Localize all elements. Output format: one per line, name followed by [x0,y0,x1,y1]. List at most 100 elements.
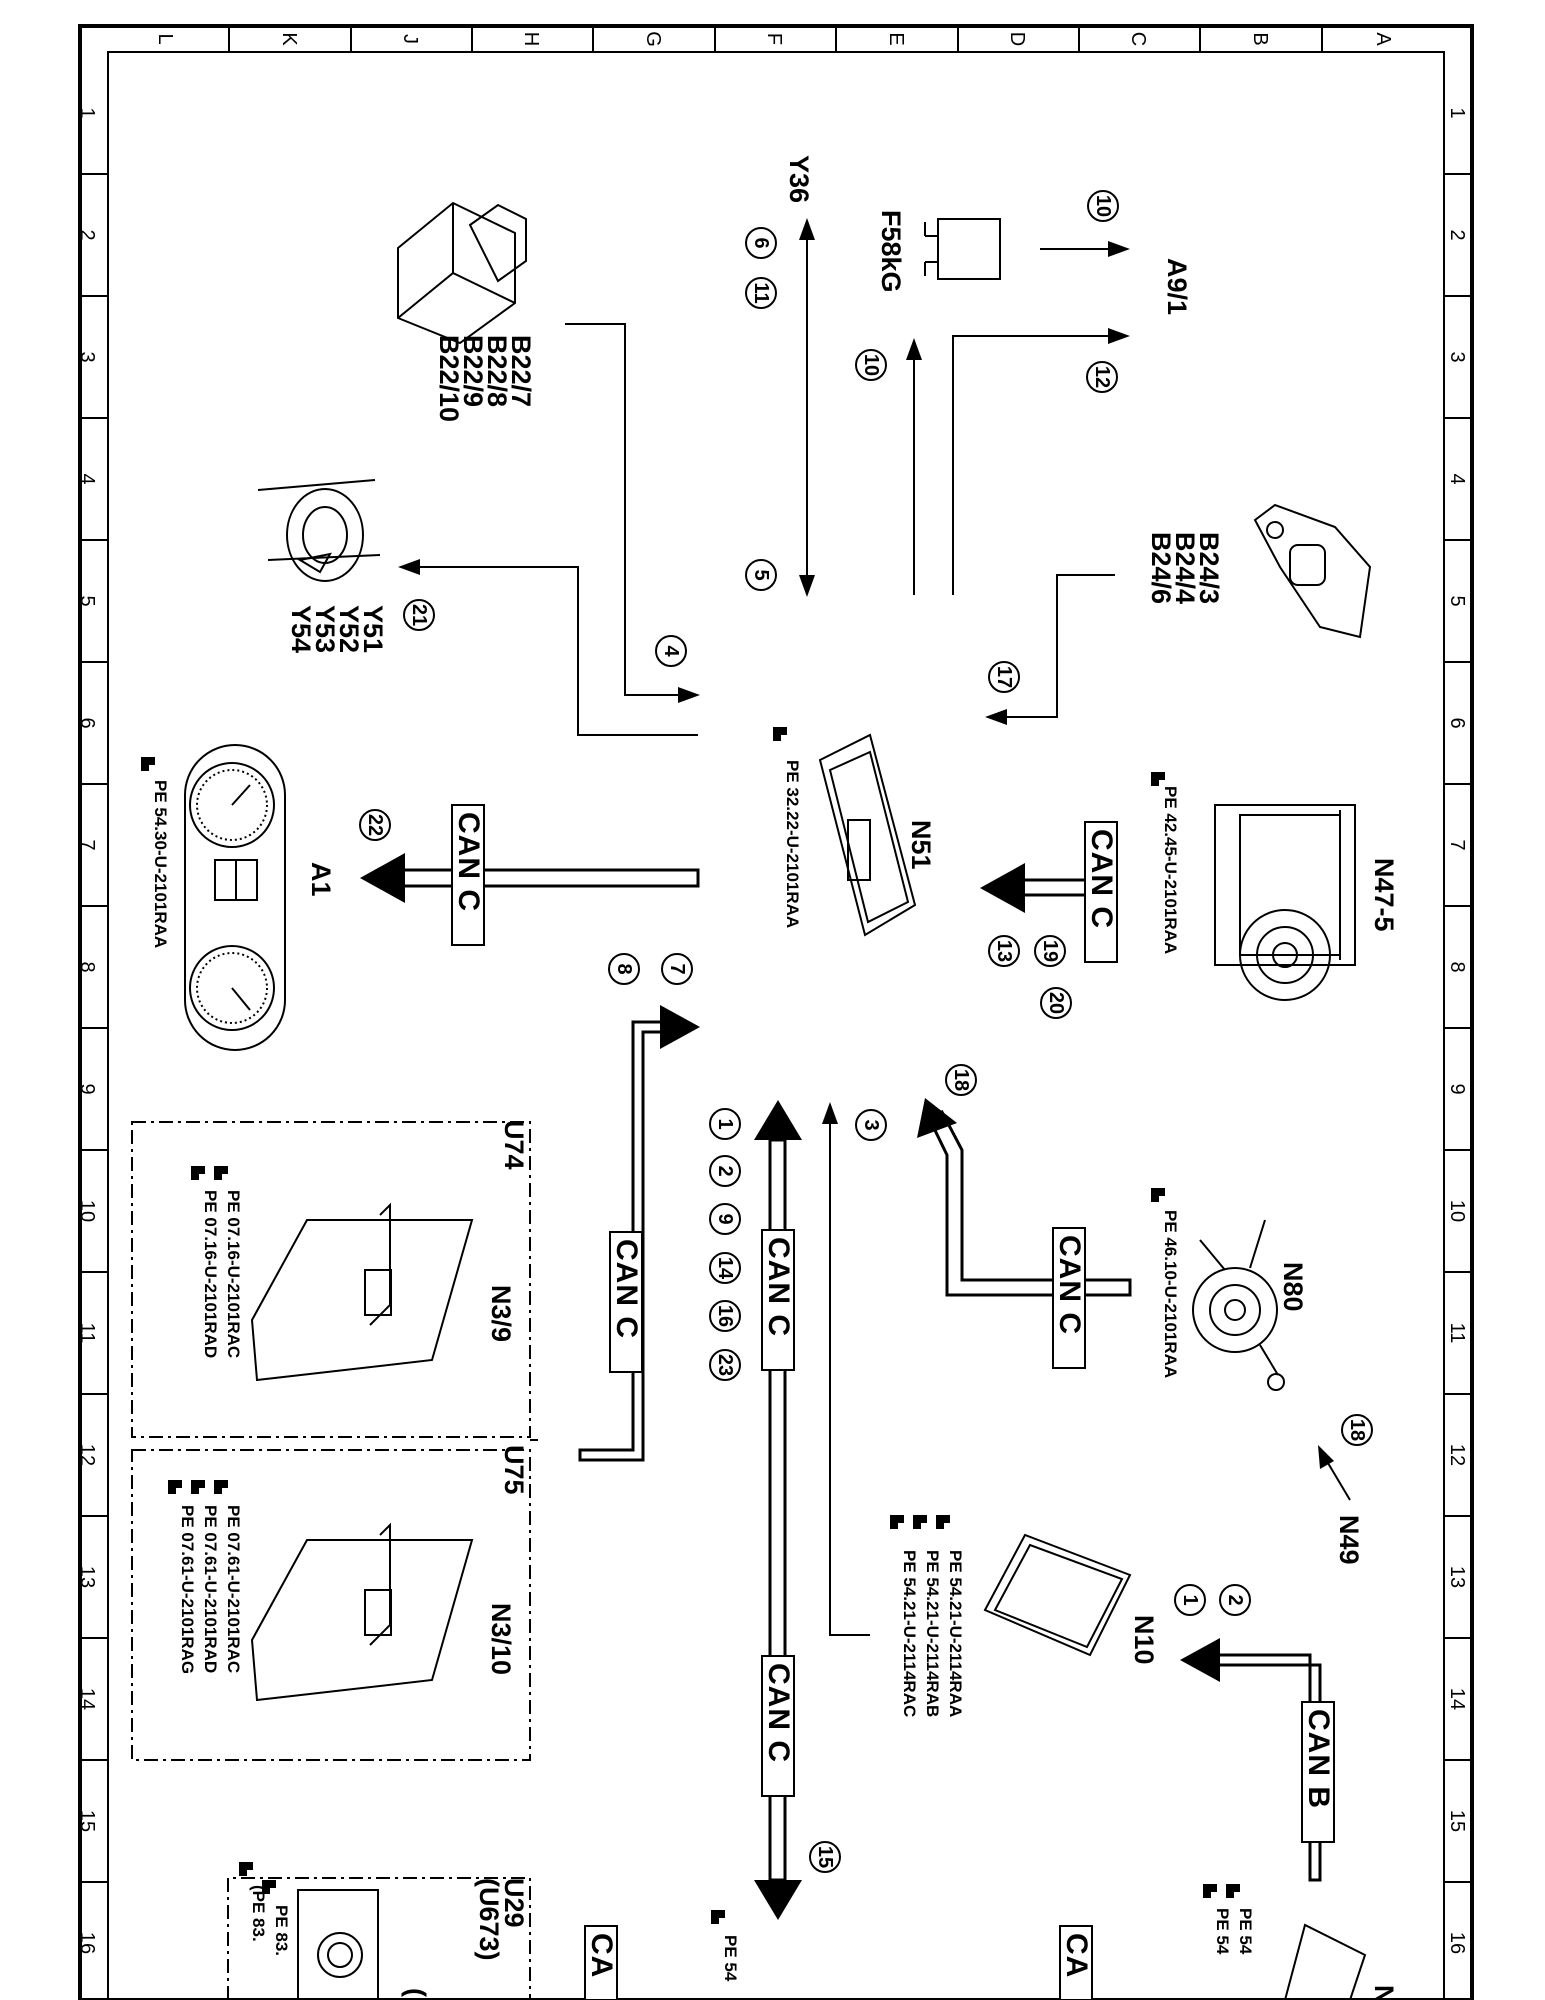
arrowhead-up-icon [917,1098,957,1138]
hand-icon [711,1910,725,1924]
pe-ref-bottom-b-2: PE 54 [1213,1908,1232,1955]
label-n3-10: N3/10 [486,1603,516,1675]
can-label: CA [1060,1933,1093,1978]
column-letter: K [278,32,300,46]
arrowhead-left-icon [1180,1638,1220,1682]
hand-icon [913,1515,927,1529]
label-b22-7: B22/7 [506,335,536,407]
n51-control-unit-icon [818,733,917,937]
n3-9-engine-ecu-icon [250,1202,474,1382]
row-header-strips [80,173,1472,1883]
column-letter: A [1372,32,1394,46]
svg-text:15: 15 [814,1846,836,1868]
u75-variant-box [131,1449,531,1761]
signal-circle: 13 [988,935,1020,967]
hand-icon [168,1480,182,1494]
signal-circle: 10 [1087,190,1119,222]
svg-text:13: 13 [993,940,1015,962]
hand-icon [214,1166,228,1180]
hand-icon [141,757,155,771]
arrowhead-down-icon [754,1880,802,1920]
svg-text:18: 18 [1346,1419,1368,1441]
arrowhead-left-icon [398,559,420,575]
label-y54: Y54 [286,605,316,653]
arrowhead-right-icon [660,1005,700,1049]
row-number: 13 [76,1566,98,1588]
svg-text:16: 16 [714,1305,736,1327]
pe-ref-u74-2: PE 07.16-U-2101RAD [201,1190,220,1358]
hand-icon [239,1862,253,1876]
label-y51: Y51 [358,605,388,653]
column-letter: H [520,32,542,46]
can-label: CAN C [762,1663,795,1763]
pe-references: PE 32.22-U-2101RAA PE 42.45-U-2101RAA PE… [151,760,1255,1982]
column-letter: D [1006,32,1028,46]
pe-ref-u75-2: PE 07.61-U-2101RAD [201,1505,220,1673]
row-number: 10 [1446,1200,1468,1222]
label-y52: Y52 [334,605,364,653]
pe-ref-u74-1: PE 07.16-U-2101RAC [224,1190,243,1358]
column-letters: L K J H G F E D C B A [154,31,1394,47]
can-label: CA [585,1933,618,1978]
row-number: 10 [76,1200,98,1222]
label-a9-1: A9/1 [1162,258,1192,315]
hand-icon [191,1480,205,1494]
label-y53: Y53 [310,605,340,653]
signal-circle: 23 [709,1349,741,1381]
arrowhead-down-icon [799,575,815,597]
label-u74: U74 [499,1120,529,1170]
label-u75: U75 [499,1445,529,1495]
a1-instrument-cluster-icon [184,744,286,1051]
column-letter: L [154,33,176,44]
signal-circle: 4 [655,635,687,667]
label-b24-3: B24/3 [1194,532,1224,604]
label-b24-6: B24/6 [1146,532,1176,604]
signal-circle: 19 [1034,935,1066,967]
pe-ref-n47-5: PE 42.45-U-2101RAA [1161,786,1180,954]
can-c-n80-n51 [928,1109,1132,1297]
signal-circle: 9 [709,1203,741,1235]
signal-circle: 6 [745,227,777,259]
signal-circle: 2 [709,1155,741,1187]
svg-text:19: 19 [1039,940,1061,962]
row-number: 3 [1446,351,1468,362]
svg-text:8: 8 [613,963,635,974]
signal-circle: 8 [608,953,640,985]
row-number: 15 [76,1810,98,1832]
row-number: 6 [1446,717,1468,728]
wire-12 [952,335,1115,595]
row-number: 4 [1446,473,1468,484]
pe-ref-n51: PE 32.22-U-2101RAA [783,760,802,928]
signal-circle: 16 [709,1300,741,1332]
can-label: CAN C [762,1237,795,1337]
can-label: CAN C [452,812,485,912]
label-b22-8: B22/8 [482,335,512,407]
pe-ref-n80: PE 46.10-U-2101RAA [1161,1210,1180,1378]
n47-5-abs-unit-icon [1214,804,1356,1001]
signal-circle: 1 [1174,1584,1206,1616]
wire-17 [1003,574,1115,718]
row-number: 1 [1446,107,1468,118]
row-numbers-left: 1 2 3 4 5 6 7 8 9 10 11 12 13 14 15 16 [76,107,98,1954]
hand-icon [936,1515,950,1529]
arrowhead-right-icon [1108,328,1130,344]
svg-text:23: 23 [714,1354,736,1376]
pe-ref-bottom-b-1: PE 54 [1236,1908,1255,1955]
wire-21 [413,566,698,736]
pe-ref-n10-1: PE 54.21-U-2114RAA [946,1550,965,1717]
u29-variant-box [227,1877,531,2000]
arrowhead-left-icon [980,863,1025,913]
svg-text:10: 10 [860,354,882,376]
pe-ref-u75-1: PE 07.61-U-2101RAC [224,1505,243,1673]
row-number: 11 [76,1323,98,1344]
column-letter: B [1249,32,1271,45]
column-letter: E [885,32,907,45]
b24-sensor-icon [1253,503,1372,639]
signal-circle: 11 [745,277,777,309]
row-number: 5 [76,595,98,606]
label-n47-5: N47-5 [1369,858,1399,932]
arrowhead-up-icon [1318,1445,1334,1469]
row-number: 9 [1446,1083,1468,1094]
label-b24-4: B24/4 [1170,532,1200,604]
label-u29: U29 [499,1878,529,1928]
